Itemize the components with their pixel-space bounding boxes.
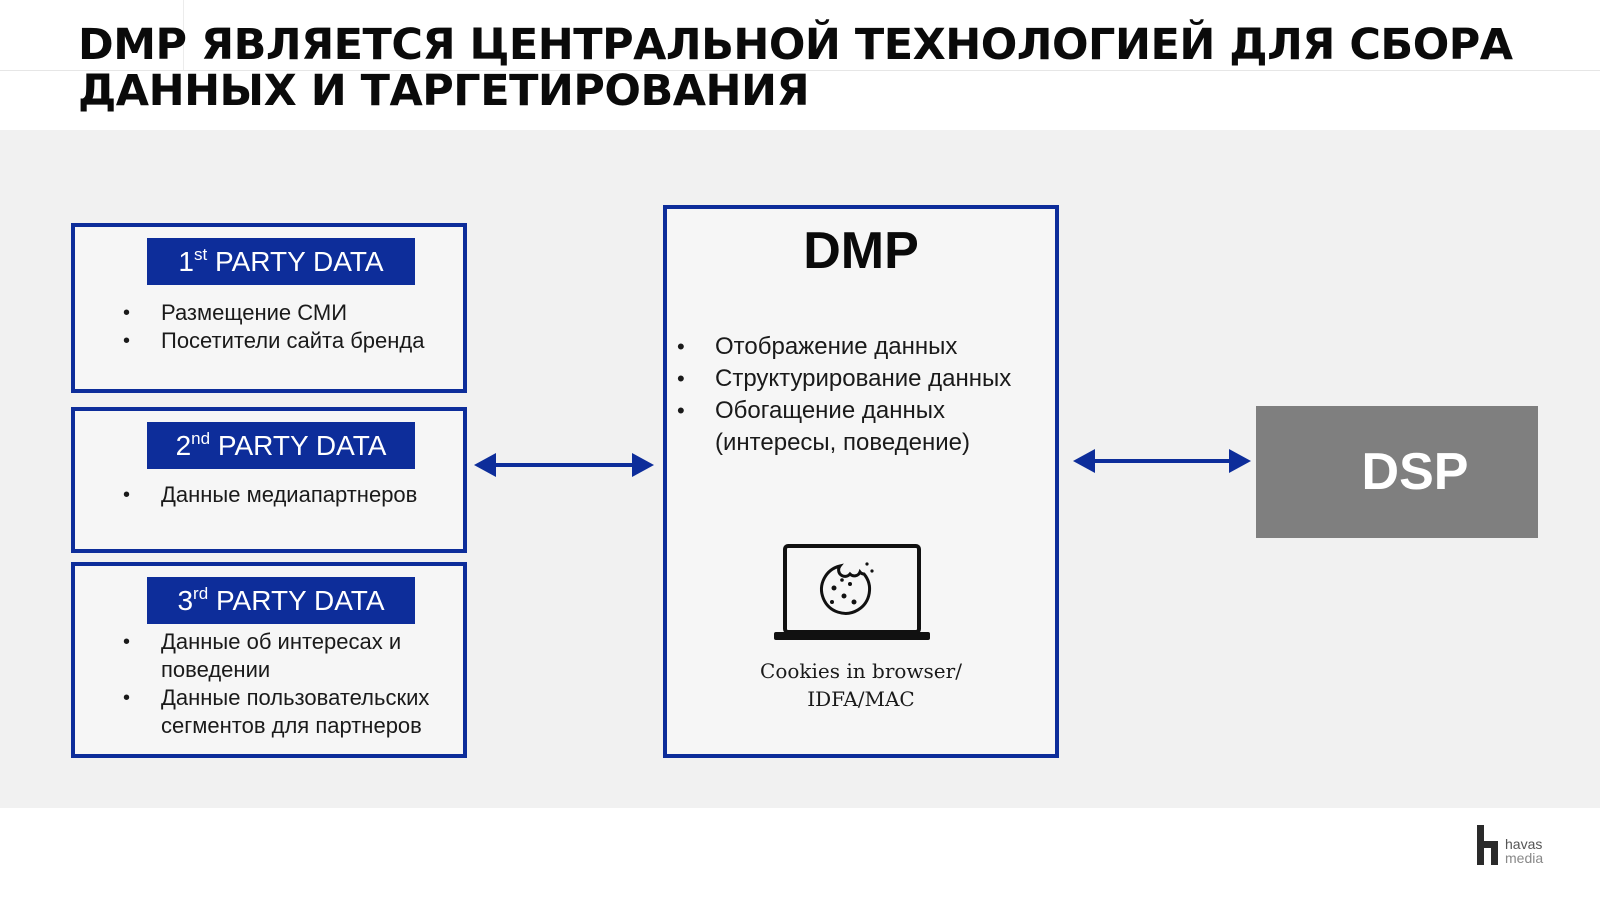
header-divider-vertical bbox=[183, 0, 184, 70]
cookie-caption-line: IDFA/MAC bbox=[807, 687, 915, 711]
dmp-function-list: Отображение данных Структурирование данн… bbox=[677, 331, 1011, 459]
first-party-data-list: Размещение СМИ Посетители сайта бренда bbox=[123, 299, 424, 355]
second-party-data-list: Данные медиапартнеров bbox=[123, 481, 417, 509]
list-item: Посетители сайта бренда bbox=[123, 327, 424, 355]
party-label: PARTY DATA bbox=[210, 430, 387, 461]
double-arrow-icon bbox=[1073, 449, 1251, 473]
havas-logo-icon: havas media bbox=[1477, 825, 1543, 866]
third-party-data-box: 3rd PARTY DATA Данные об интересах и пов… bbox=[71, 562, 467, 758]
cookie-icon bbox=[820, 562, 874, 615]
list-item: Данные пользовательских сегментов для па… bbox=[123, 684, 483, 740]
party-ordinal-suffix: nd bbox=[191, 429, 211, 448]
list-item: Размещение СМИ bbox=[123, 299, 424, 327]
double-arrow-icon bbox=[474, 453, 654, 477]
logo-text-havas: havas bbox=[1505, 836, 1542, 852]
dmp-box: DMP Отображение данных Структурирование … bbox=[663, 205, 1059, 758]
list-item: Отображение данных bbox=[677, 331, 1011, 363]
party-label: PARTY DATA bbox=[208, 585, 385, 616]
third-party-data-header: 3rd PARTY DATA bbox=[147, 577, 415, 624]
first-party-data-header: 1st PARTY DATA bbox=[147, 238, 415, 285]
party-number: 3 bbox=[177, 585, 194, 616]
logo-text-media: media bbox=[1505, 850, 1543, 866]
laptop-icon bbox=[774, 544, 930, 640]
cookie-caption-line: Cookies in browser/ bbox=[760, 659, 962, 683]
slide-title: DMP ЯВЛЯЕТСЯ ЦЕНТРАЛЬНОЙ ТЕХНОЛОГИЕЙ ДЛЯ… bbox=[78, 20, 1513, 116]
first-party-data-box: 1st PARTY DATA Размещение СМИ Посетители… bbox=[71, 223, 467, 393]
dsp-box: DSP bbox=[1256, 406, 1538, 538]
party-ordinal-suffix: rd bbox=[193, 584, 209, 603]
list-item: Структурирование данных bbox=[677, 363, 1011, 395]
second-party-data-box: 2nd PARTY DATA Данные медиапартнеров bbox=[71, 407, 467, 553]
list-item: Обогащение данных (интересы, поведение) bbox=[677, 395, 1007, 459]
second-party-data-header: 2nd PARTY DATA bbox=[147, 422, 415, 469]
header-divider bbox=[0, 70, 1600, 71]
list-item: Данные об интересах и поведении bbox=[123, 628, 483, 684]
third-party-data-list: Данные об интересах и поведении Данные п… bbox=[123, 628, 483, 740]
dmp-title: DMP bbox=[803, 222, 919, 280]
party-label: PARTY DATA bbox=[207, 246, 384, 277]
party-number: 1 bbox=[178, 246, 194, 277]
list-item: Данные медиапартнеров bbox=[123, 481, 417, 509]
cookie-caption: Cookies in browser/ IDFA/MAC bbox=[667, 657, 1055, 713]
party-number: 2 bbox=[175, 430, 192, 461]
party-ordinal-suffix: st bbox=[194, 245, 208, 264]
